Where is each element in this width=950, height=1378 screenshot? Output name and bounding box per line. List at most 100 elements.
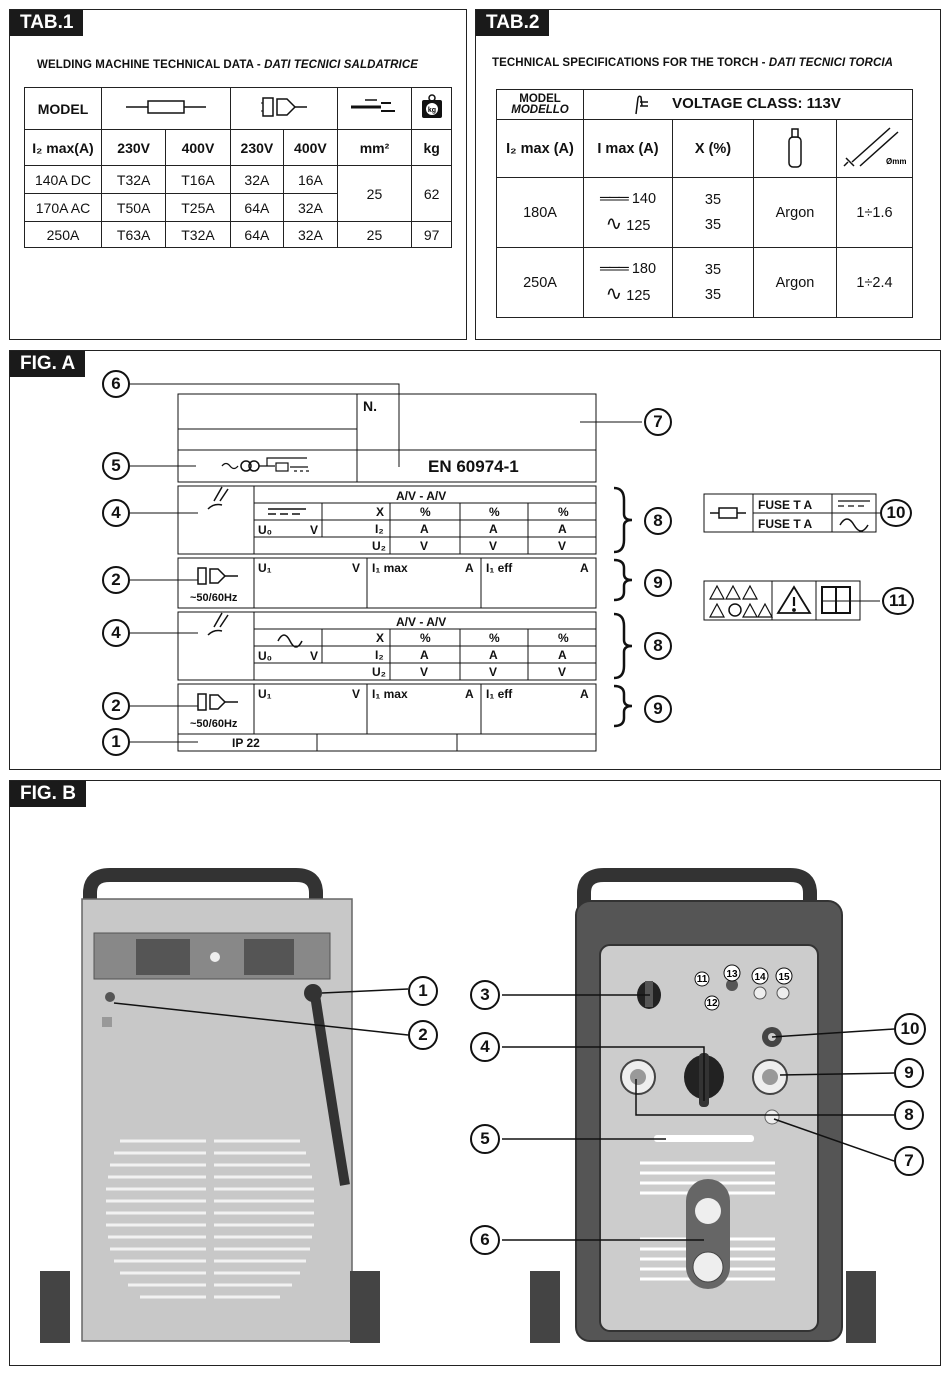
tab1-cell: 97 <box>411 221 452 248</box>
tab1-cell: 64A <box>229 221 285 248</box>
callout-1: 1 <box>102 728 130 756</box>
svg-text:12: 12 <box>706 998 718 1009</box>
torch-icon <box>635 94 648 114</box>
tab2-tag: TAB.2 <box>476 10 550 36</box>
tab1-cell: 170A AC <box>24 193 102 222</box>
tab1-title: WELDING MACHINE TECHNICAL DATA - DATI TE… <box>37 59 419 71</box>
warning-icons <box>708 584 851 618</box>
figB-callout-10: 10 <box>894 1013 926 1045</box>
svg-text:13: 13 <box>726 969 738 980</box>
figB-panel: FIG. B <box>9 780 941 1366</box>
tab2-cell: Argon <box>753 177 837 248</box>
tab1-cell: 32A <box>283 221 338 248</box>
tab2-cell: 180A <box>496 177 584 248</box>
u1-2: U₁ <box>258 687 272 701</box>
avav-1: A/V - A/V <box>396 489 447 503</box>
figB-callout-3: 3 <box>470 980 500 1010</box>
tab2-imax-cell: ═══ 140 ∿ 125 <box>583 177 673 248</box>
callout-4b: 4 <box>102 619 130 647</box>
fuse-label-ac: FUSE T A <box>758 517 813 531</box>
a-2b: A <box>489 648 498 662</box>
svg-text:kg: kg <box>428 107 436 114</box>
a-1a: A <box>420 522 429 536</box>
figA-tag: FIG. A <box>10 351 86 377</box>
figB-callout-1: 1 <box>408 976 438 1006</box>
hz-1: ~50/60Hz <box>190 592 238 604</box>
a-i1eff-1: A <box>580 561 589 575</box>
pct-2a: % <box>420 631 431 645</box>
callout-5: 5 <box>102 452 130 480</box>
v-2c: V <box>558 665 567 679</box>
table-row: 250A T63A T32A 64A 32A 25 97 <box>24 221 452 248</box>
u2-1: U₂ <box>372 539 386 553</box>
callout-11: 11 <box>882 587 914 615</box>
x-2: X <box>376 631 385 645</box>
tab1-cell: 16A <box>283 165 338 194</box>
v-u1-2: V <box>352 687 361 701</box>
rear-view <box>40 868 409 1343</box>
tab1-400v-fuse: 400V <box>165 129 231 166</box>
tab1-400v-plug: 400V <box>283 129 338 166</box>
callout-7: 7 <box>644 408 672 436</box>
tab2-i2max-header: I₂ max (A) <box>496 119 584 178</box>
callout-2: 2 <box>102 566 130 594</box>
svg-text:14: 14 <box>754 972 766 983</box>
fuse-icon <box>101 87 231 130</box>
tab1-cell: 32A <box>283 193 338 222</box>
i1max-1: I₁ max <box>372 561 408 575</box>
plate-standard: EN 60974-1 <box>428 457 519 476</box>
svg-text:15: 15 <box>778 972 790 983</box>
tab1-cell: 25 <box>336 221 413 248</box>
fuse-label-dc: FUSE T A <box>758 498 813 512</box>
pct-1a: % <box>420 505 431 519</box>
v-1c: V <box>558 539 567 553</box>
callout-2b: 2 <box>102 692 130 720</box>
tab1-cell: 32A <box>229 165 285 194</box>
tab2-voltage-class: VOLTAGE CLASS: 113V <box>583 89 913 120</box>
tab1-model-header: MODEL <box>24 87 102 130</box>
tab1-cell: T25A <box>165 193 231 222</box>
callout-8b: 8 <box>644 632 672 660</box>
tab1-tag: TAB.1 <box>10 10 84 36</box>
i2-2: I₂ <box>375 648 384 662</box>
svg-text:11: 11 <box>697 974 708 985</box>
i1eff-2: I₁ eff <box>486 687 513 701</box>
a-1b: A <box>489 522 498 536</box>
tab2-x-header: X (%) <box>672 119 754 178</box>
avav-2: A/V - A/V <box>396 615 447 629</box>
u0-2: U₀ <box>258 649 273 663</box>
tab2-imax-cell: ═══ 180 ∿ 125 <box>583 247 673 318</box>
tab1-imax-header: I₂ max(A) <box>24 129 102 166</box>
tab1-cell: 250A <box>24 221 102 248</box>
tab2-title: TECHNICAL SPECIFICATIONS FOR THE TORCH -… <box>492 57 894 69</box>
figB-callout-2: 2 <box>408 1020 438 1050</box>
tab2-cell: 1÷2.4 <box>836 247 913 318</box>
i1max-2: I₁ max <box>372 687 408 701</box>
figB-callout-6: 6 <box>470 1225 500 1255</box>
tab1-cell: T32A <box>100 165 167 194</box>
callout-9: 9 <box>644 569 672 597</box>
tab2-cell: 250A <box>496 247 584 318</box>
a-i1max-1: A <box>465 561 474 575</box>
svg-text:Ømm: Ømm <box>886 157 906 166</box>
rating-plate-drawing <box>130 383 880 752</box>
cable-section-icon <box>336 87 413 130</box>
a-i1eff-2: A <box>580 687 589 701</box>
u2-2: U₂ <box>372 665 386 679</box>
figB-tag: FIG. B <box>10 781 86 807</box>
pct-1b: % <box>489 505 500 519</box>
v-2a: V <box>420 665 429 679</box>
tab1-cell: 140A DC <box>24 165 102 194</box>
figB-callout-5: 5 <box>470 1124 500 1154</box>
callout-6: 6 <box>102 370 130 398</box>
tab1-230v-plug: 230V <box>229 129 285 166</box>
callout-10: 10 <box>880 499 912 527</box>
v-1a: V <box>420 539 429 553</box>
tab1-cell: T50A <box>100 193 167 222</box>
tab2-panel: TAB.2 TECHNICAL SPECIFICATIONS FOR THE T… <box>475 9 941 340</box>
figB-callout-4: 4 <box>470 1032 500 1062</box>
table-row: 140A DC T32A T16A 32A 16A 25 62 <box>24 165 452 222</box>
